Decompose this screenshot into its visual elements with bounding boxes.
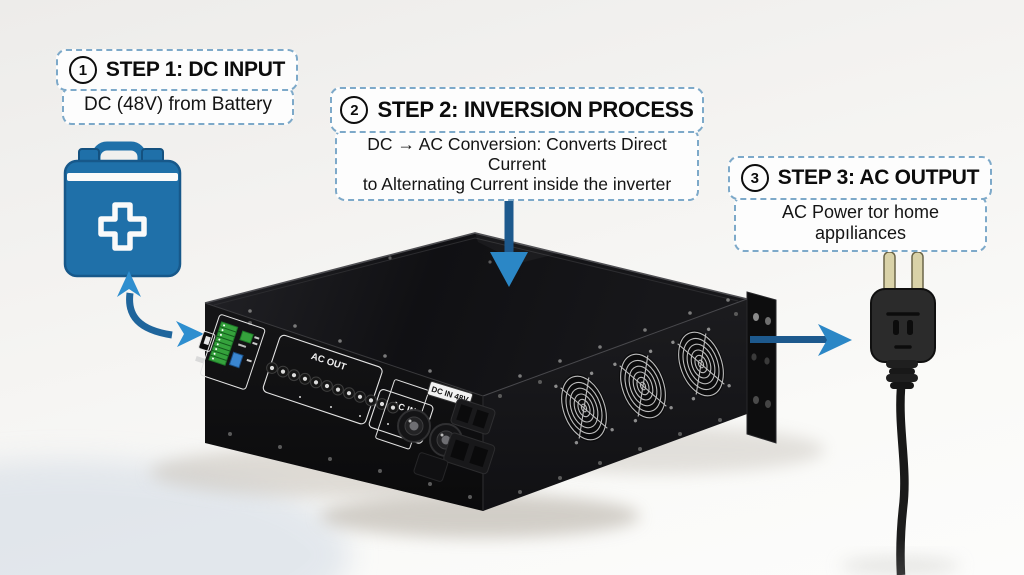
green-connector bbox=[239, 330, 254, 344]
step-2-number-badge: 2 bbox=[340, 96, 369, 124]
step-2-label: 2 STEP 2: INVERSION PROCESS DC → AC Conv… bbox=[330, 87, 704, 201]
battery-plus-icon bbox=[98, 202, 147, 251]
step-1-title: 1 STEP 1: DC INPUT bbox=[56, 49, 298, 91]
fan-grille-icon bbox=[613, 349, 673, 423]
rack-mount-ear bbox=[746, 291, 777, 444]
dc-terminal-panel bbox=[199, 314, 266, 390]
plug-neck bbox=[886, 360, 918, 389]
step-3-title-text: STEP 3: AC OUTPUT bbox=[777, 166, 980, 189]
step-1-number-badge: 1 bbox=[68, 56, 97, 84]
blue-component bbox=[228, 351, 244, 369]
inverter-top-face bbox=[205, 233, 747, 396]
step-3-number-badge: 3 bbox=[740, 164, 769, 192]
step-3-subtitle: AC Power tor home appıliances bbox=[734, 195, 987, 252]
plug-prong bbox=[911, 251, 924, 295]
dc-input-connectors bbox=[397, 398, 496, 482]
battery-stripe bbox=[67, 173, 178, 181]
fan-grille-icon bbox=[671, 327, 731, 401]
step-2-subtitle: DC → AC Conversion: Converts Direct Curr… bbox=[335, 128, 699, 201]
step-3-label: 3 STEP 3: AC OUTPUT AC Power tor home ap… bbox=[728, 156, 992, 252]
inverter-device: AC OUT AC IN bbox=[195, 232, 777, 511]
plug-body bbox=[870, 288, 936, 363]
arrow-inverter-to-plug bbox=[750, 324, 852, 356]
power-switch bbox=[195, 331, 216, 364]
screws bbox=[248, 256, 730, 378]
ac-plug-icon bbox=[870, 251, 936, 575]
step-2-subtitle-line1: DC → AC Conversion: Converts Direct Curr… bbox=[367, 134, 667, 174]
step-2-title: 2 STEP 2: INVERSION PROCESS bbox=[330, 87, 704, 133]
step-3-title: 3 STEP 3: AC OUTPUT bbox=[728, 156, 992, 200]
plug-prong bbox=[883, 251, 896, 295]
plug-cable bbox=[896, 387, 909, 575]
step-2-subtitle-line2: to Alternating Current inside the invert… bbox=[362, 174, 672, 194]
screw-terminal-row bbox=[266, 362, 399, 425]
screws bbox=[228, 312, 738, 499]
step-1-title-text: STEP 1: DC INPUT bbox=[105, 58, 286, 81]
step-1-subtitle: DC (48V) from Battery bbox=[62, 86, 294, 125]
step-1-label: 1 STEP 1: DC INPUT DC (48V) from Battery bbox=[56, 49, 298, 125]
arrow-battery-to-inverter bbox=[117, 271, 204, 347]
fan-grille-icon bbox=[554, 371, 614, 445]
battery-icon bbox=[63, 141, 182, 278]
step-2-title-text: STEP 2: INVERSION PROCESS bbox=[377, 97, 694, 122]
